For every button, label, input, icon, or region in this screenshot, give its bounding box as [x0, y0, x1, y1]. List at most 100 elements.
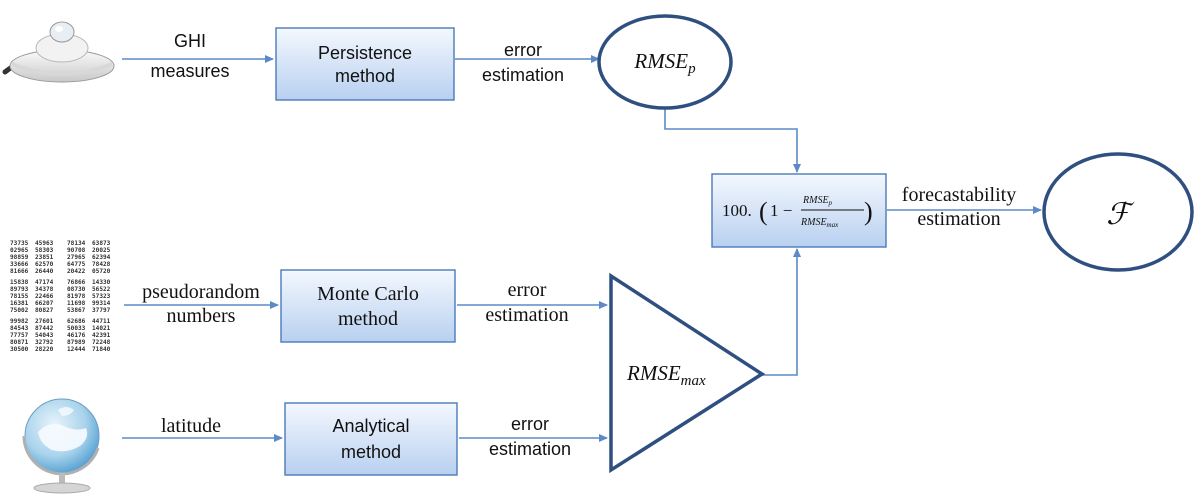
random-number-cell: 02965: [10, 247, 29, 254]
random-number-cell: 99314: [92, 300, 111, 307]
persistence-estimation-label: estimation: [482, 65, 564, 85]
random-number-cell: 66207: [35, 300, 54, 307]
random-number-cell: 71840: [92, 346, 111, 353]
random-number-cell: 27965: [67, 254, 86, 261]
random-number-cell: 56522: [92, 286, 111, 293]
random-number-cell: 75002: [10, 307, 29, 314]
random-number-cell: 81978: [67, 293, 86, 300]
random-number-cell: 45963: [35, 240, 54, 247]
random-number-cell: 99982: [10, 318, 29, 325]
random-number-cell: 26440: [35, 268, 54, 275]
forecastability-estimation-label: estimation: [917, 208, 1000, 230]
connectors: [122, 55, 1042, 442]
random-number-cell: 47174: [35, 279, 54, 286]
random-number-cell: 72248: [92, 339, 111, 346]
random-number-cell: 50033: [67, 325, 86, 332]
forecastability-formula-box: 100. ( 1 − RMSEp RMSEmax ): [711, 173, 887, 248]
rmse-p-label: RMSEp: [633, 49, 696, 77]
monte-carlo-method-box: Monte Carlo method: [280, 269, 456, 343]
random-number-table: 73735 45963 78134 63873 02965 58303 90708 20025…: [10, 240, 111, 353]
arrow-rmsemax-to-formula: [762, 248, 801, 376]
random-number-cell: 08730: [67, 286, 86, 293]
random-number-cell: 53867: [67, 307, 86, 314]
random-number-cell: 80827: [35, 307, 54, 314]
latitude-label: latitude: [161, 415, 221, 437]
rmse-p-node: RMSEp: [597, 14, 733, 110]
random-number-cell: 46176: [67, 332, 86, 339]
formula-numerator: RMSEp: [802, 195, 833, 207]
arrow-rmsep-to-formula: [664, 108, 801, 173]
random-number-cell: 77757: [10, 332, 29, 339]
persistence-label-line1: Persistence: [318, 43, 412, 63]
random-number-cell: 57323: [92, 293, 111, 300]
random-number-cell: 15838: [10, 279, 29, 286]
random-number-cell: 23851: [35, 254, 54, 261]
analytical-label-line2: method: [341, 442, 401, 462]
forecastability-label: forecastability: [902, 184, 1016, 206]
random-number-cell: 05720: [92, 268, 111, 275]
random-number-cell: 80871: [10, 339, 29, 346]
pyranometer-icon: [2, 21, 115, 83]
random-number-cell: 27601: [35, 318, 54, 325]
random-number-cell: 16381: [10, 300, 29, 307]
monte-carlo-label-line2: method: [338, 308, 398, 330]
persistence-error-label: error: [504, 40, 542, 60]
ghi-label-line2: measures: [150, 61, 229, 81]
rmse-max-label: RMSEmax: [626, 361, 706, 389]
pseudorandom-label-line1: pseudorandom: [142, 281, 260, 303]
random-number-cell: 20422: [67, 268, 86, 275]
random-number-cell: 90708: [67, 247, 86, 254]
random-number-cell: 20025: [92, 247, 111, 254]
persistence-method-box: Persistence method: [275, 27, 455, 101]
random-number-cell: 11698: [67, 300, 86, 307]
random-number-cell: 89793: [10, 286, 29, 293]
analytical-label-line1: Analytical: [332, 416, 409, 436]
random-number-cell: 78134: [67, 240, 86, 247]
random-number-cell: 22466: [35, 293, 54, 300]
random-number-cell: 32792: [35, 339, 54, 346]
montecarlo-estimation-label: estimation: [485, 304, 568, 326]
random-number-cell: 81666: [10, 268, 29, 275]
random-number-cell: 28220: [35, 346, 54, 353]
random-number-cell: 14021: [92, 325, 111, 332]
random-number-cell: 54043: [35, 332, 54, 339]
random-number-cell: 62686: [67, 318, 86, 325]
ghi-label-line1: GHI: [174, 31, 206, 51]
pseudorandom-label-line2: numbers: [167, 305, 236, 327]
random-number-cell: 78155: [10, 293, 29, 300]
random-number-cell: 84543: [10, 325, 29, 332]
analytical-method-box: Analytical method: [284, 402, 458, 476]
montecarlo-error-label: error: [508, 279, 547, 301]
random-number-cell: 64775: [67, 261, 86, 268]
random-number-cell: 34378: [35, 286, 54, 293]
forecastability-output-node: ℱ: [1042, 152, 1194, 272]
random-number-cell: 76866: [67, 279, 86, 286]
random-number-cell: 44711: [92, 318, 111, 325]
random-number-cell: 73735: [10, 240, 29, 247]
persistence-label-line2: method: [335, 66, 395, 86]
random-number-cell: 14330: [92, 279, 111, 286]
formula-prefix: 100.: [722, 201, 752, 220]
analytical-error-label: error: [511, 414, 549, 434]
random-number-cell: 78428: [92, 261, 111, 268]
random-number-cell: 87442: [35, 325, 54, 332]
monte-carlo-label-line1: Monte Carlo: [317, 283, 419, 305]
arrow-labels: GHI measures error estimation forecastab…: [142, 31, 1016, 459]
random-number-cell: 63873: [92, 240, 111, 247]
formula-denominator: RMSEmax: [800, 217, 839, 229]
formula-one-minus: 1 −: [770, 201, 792, 220]
random-number-cell: 12444: [67, 346, 86, 353]
random-number-cell: 58303: [35, 247, 54, 254]
formula-open-paren: (: [759, 197, 768, 226]
random-number-cell: 62570: [35, 261, 54, 268]
random-number-cell: 98859: [10, 254, 29, 261]
random-number-cell: 42391: [92, 332, 111, 339]
random-number-cell: 87989: [67, 339, 86, 346]
globe-icon: [22, 398, 100, 494]
random-number-cell: 30500: [10, 346, 29, 353]
rmse-max-node: RMSEmax: [609, 272, 766, 474]
random-number-cell: 33666: [10, 261, 29, 268]
analytical-estimation-label: estimation: [489, 439, 571, 459]
formula-close-paren: ): [864, 197, 873, 226]
